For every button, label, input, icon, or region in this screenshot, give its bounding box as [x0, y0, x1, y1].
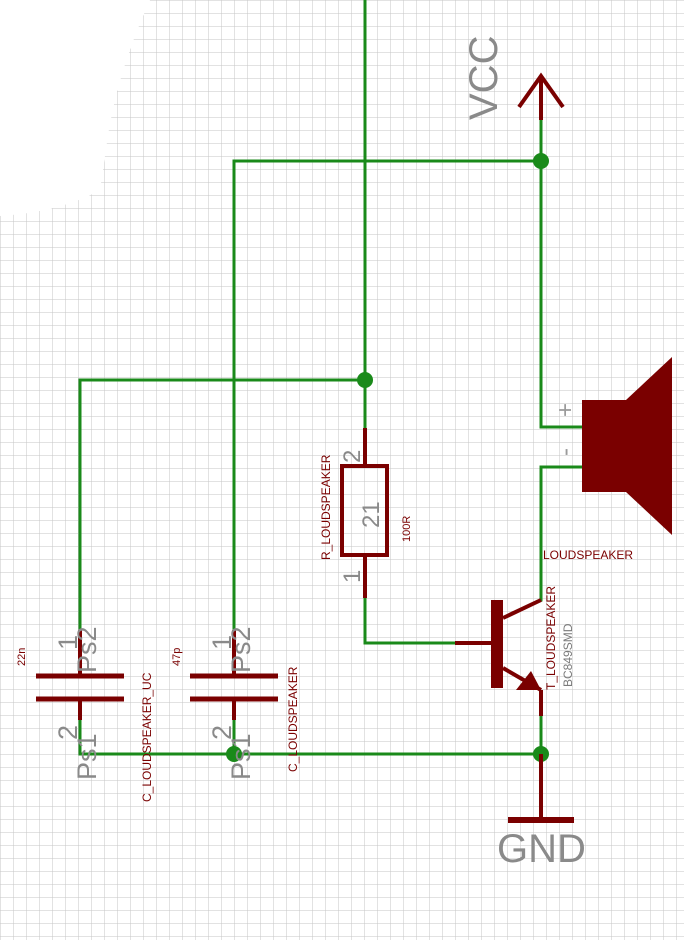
transistor-t-loudspeaker[interactable]: T_LOUDSPEAKER BC849SMD [455, 586, 575, 716]
gnd-label: GND [497, 827, 586, 871]
resistor-pin-top: 2 [339, 450, 366, 463]
vcc-supply[interactable]: VCC [462, 36, 565, 120]
transistor-base-bar-icon [491, 600, 503, 688]
resistor-pin-marker: 21 [358, 501, 385, 528]
capacitor-c-loudspeaker-uc[interactable]: Ps2 Ps1 1 2 C_LOUDSPEAKER_UC 22n [16, 626, 154, 802]
capacitor-uc-value: 22n [16, 648, 28, 666]
junction-dot[interactable] [533, 153, 549, 169]
resistor-r-loudspeaker[interactable]: 2 1 21 R_LOUDSPEAKER 100R [319, 428, 413, 598]
resistor-name: R_LOUDSPEAKER [319, 454, 333, 560]
junctions [226, 153, 549, 762]
capacitor-uc-pin-bottom: 2 [53, 725, 83, 740]
transistor-name: T_LOUDSPEAKER [544, 586, 558, 690]
capacitor-uc-pin-top: 1 [53, 635, 83, 650]
capacitor-c-loudspeaker[interactable]: Ps2 Ps1 1 2 C_LOUDSPEAKER 47p [171, 626, 300, 780]
capacitor-value: 47p [171, 648, 183, 666]
capacitor-name: C_LOUDSPEAKER [286, 666, 300, 772]
resistor-pin-bottom: 1 [339, 570, 366, 583]
speaker-minus-label: - [552, 448, 579, 456]
gnd-supply[interactable]: GND [497, 754, 586, 871]
speaker-name: LOUDSPEAKER [543, 548, 633, 562]
loudspeaker[interactable]: + - LOUDSPEAKER [543, 357, 672, 562]
capacitor-pin-bottom: 2 [207, 725, 237, 740]
junction-dot[interactable] [226, 746, 242, 762]
junction-dot[interactable] [357, 372, 373, 388]
capacitor-ghost-top: Ps2 [226, 626, 256, 673]
capacitor-uc-ghost-top: Ps2 [72, 626, 102, 673]
speaker-magnet-icon [582, 400, 626, 492]
resistor-value: 100R [401, 516, 413, 542]
transistor-collector [502, 598, 542, 620]
transistor-emitter-arrow-icon [516, 671, 541, 690]
capacitor-pin-top: 1 [207, 635, 237, 650]
wires [78, 0, 584, 756]
vcc-label: VCC [462, 36, 506, 120]
capacitor-uc-name: C_LOUDSPEAKER_UC [140, 672, 154, 802]
speaker-cone-icon [626, 357, 672, 535]
transistor-value: BC849SMD [561, 623, 575, 687]
capacitor-ghost-bottom: Ps1 [226, 733, 256, 780]
speaker-plus-label: + [552, 403, 579, 417]
capacitor-uc-ghost-bottom: Ps1 [72, 733, 102, 780]
